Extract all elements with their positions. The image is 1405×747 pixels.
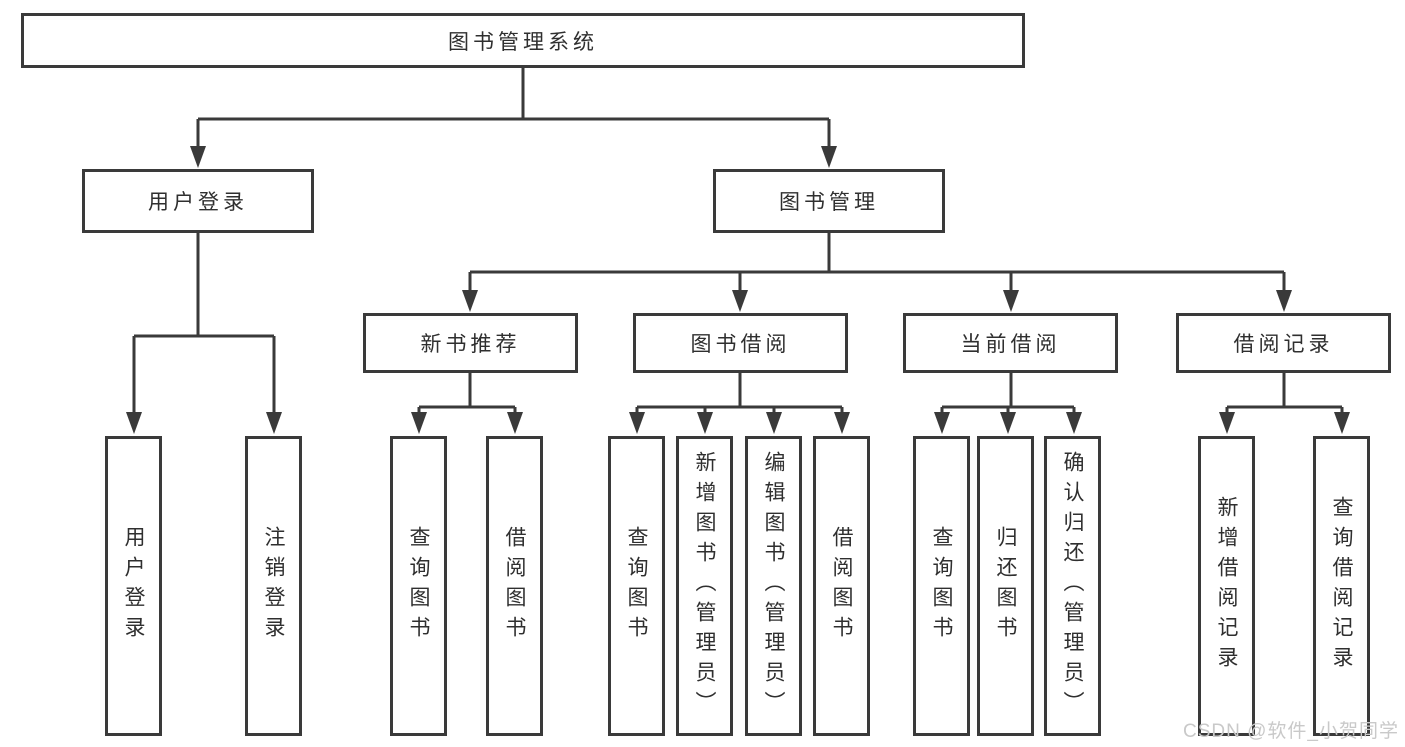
leaf-records-add-record: 新增借阅记录 <box>1198 436 1255 736</box>
leaf-current-return-books-label: 归还图书 <box>994 526 1017 646</box>
node-book-management: 图书管理 <box>713 169 945 233</box>
leaf-newbooks-borrow-books: 借阅图书 <box>486 436 543 736</box>
leaf-user-login-label: 用户登录 <box>122 526 145 646</box>
leaf-current-query-books: 查询图书 <box>913 436 970 736</box>
leaf-current-confirm-return-admin: 确认归还（管理员） <box>1044 436 1101 736</box>
leaf-records-query-record-label: 查询借阅记录 <box>1330 496 1353 676</box>
leaf-borrowing-add-books-admin-label: 新增图书（管理员） <box>693 451 716 721</box>
leaf-borrowing-edit-books-admin: 编辑图书（管理员） <box>745 436 802 736</box>
csdn-watermark: CSDN @软件_小贺同学 <box>1183 721 1399 742</box>
node-current-borrowing: 当前借阅 <box>903 313 1118 373</box>
leaf-borrowing-borrow-books: 借阅图书 <box>813 436 870 736</box>
leaf-newbooks-query-books-label: 查询图书 <box>407 526 430 646</box>
leaf-current-confirm-return-admin-label: 确认归还（管理员） <box>1061 451 1084 721</box>
node-library-management-system: 图书管理系统 <box>21 13 1025 68</box>
leaf-current-return-books: 归还图书 <box>977 436 1034 736</box>
leaf-logout-label: 注销登录 <box>262 526 285 646</box>
leaf-borrowing-add-books-admin: 新增图书（管理员） <box>676 436 733 736</box>
leaf-newbooks-query-books: 查询图书 <box>390 436 447 736</box>
node-user-login: 用户登录 <box>82 169 314 233</box>
leaf-records-add-record-label: 新增借阅记录 <box>1215 496 1238 676</box>
leaf-user-login: 用户登录 <box>105 436 162 736</box>
leaf-borrowing-borrow-books-label: 借阅图书 <box>830 526 853 646</box>
node-borrowing-records: 借阅记录 <box>1176 313 1391 373</box>
leaf-borrowing-edit-books-admin-label: 编辑图书（管理员） <box>762 451 785 721</box>
leaf-current-query-books-label: 查询图书 <box>930 526 953 646</box>
leaf-logout: 注销登录 <box>245 436 302 736</box>
node-new-book-recommendation: 新书推荐 <box>363 313 578 373</box>
leaf-borrowing-query-books-label: 查询图书 <box>625 526 648 646</box>
leaf-newbooks-borrow-books-label: 借阅图书 <box>503 526 526 646</box>
leaf-records-query-record: 查询借阅记录 <box>1313 436 1370 736</box>
node-book-borrowing: 图书借阅 <box>633 313 848 373</box>
leaf-borrowing-query-books: 查询图书 <box>608 436 665 736</box>
